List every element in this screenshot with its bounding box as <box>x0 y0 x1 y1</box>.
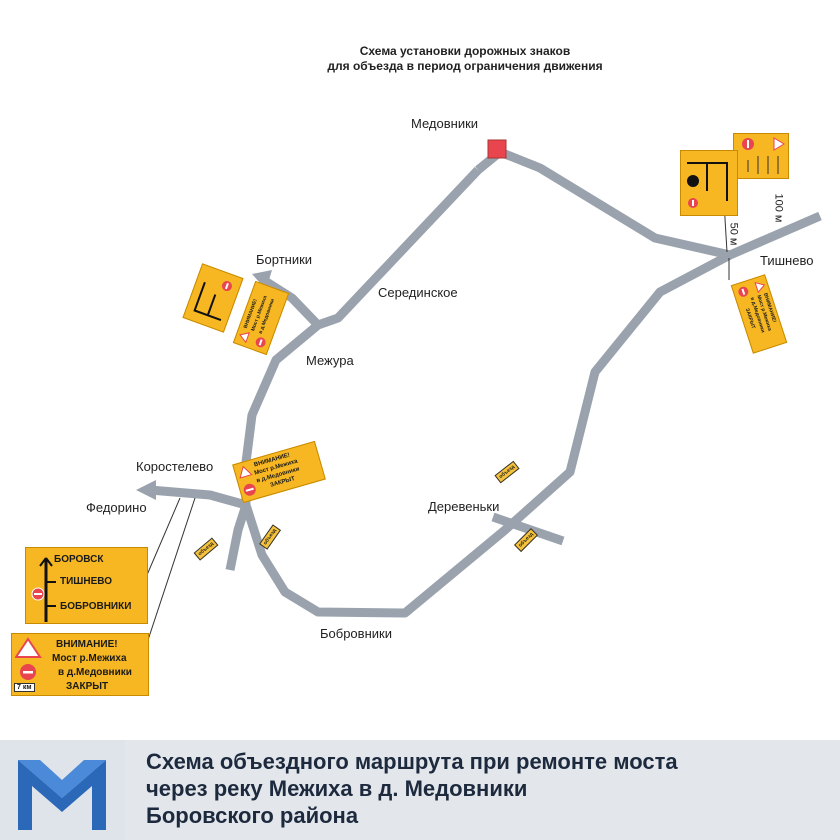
label-derevenki: Деревеньки <box>428 499 500 514</box>
banner-line-3: Боровского района <box>146 803 359 828</box>
route-arrow-icon <box>31 557 56 622</box>
warning-sign-korostelevo: ВНИМАНИЕ! Мост р.Межиха в д.Медовники ЗА… <box>232 440 326 504</box>
route-arrow-icon <box>193 281 232 321</box>
map-title: Схема установки дорожных знаков для объе… <box>255 44 675 74</box>
no-entry-icon <box>239 465 256 496</box>
warning-sign-tishnevo: ВНИМАНИЕ! Мост р.Межиха в д.Медовники ЗА… <box>730 274 788 354</box>
distance-plate: 7 км <box>14 683 35 692</box>
warning-line-3: в д.Медовники <box>58 667 132 678</box>
label-bobrovniki: Бобровники <box>320 626 392 641</box>
route-dest-borovsk: БОРОВСК <box>54 554 104 565</box>
road-bortniki <box>259 275 322 329</box>
warning-sign-mezhura: ВНИМАНИЕ! Мост р.Межиха в д.Медовники <box>232 280 290 356</box>
road-south <box>241 251 733 618</box>
route-dest-bobrovniki: БОБРОВНИКИ <box>60 601 132 612</box>
route-arrow-icon <box>687 162 728 208</box>
route-sign-east <box>680 150 738 216</box>
warning-sign-east-top <box>733 133 789 179</box>
warning-line-4: ЗАКРЫТ <box>66 681 109 692</box>
leader-line <box>147 497 196 641</box>
label-korostelevo: Коростелево <box>136 459 214 474</box>
label-bortniki: Бортники <box>256 252 313 267</box>
route-sign-mezhura <box>182 263 244 333</box>
roadwork-icon <box>15 637 42 680</box>
route-dest-tishnevo: ТИШНЕВО <box>60 576 112 587</box>
arrow-fedorino <box>136 480 156 500</box>
banner-line-2: через реку Межиха в д. Медовники <box>146 776 528 801</box>
road-derevenki <box>491 512 565 546</box>
no-entry-icon <box>738 281 766 297</box>
distance-100m: 100 м <box>772 193 785 223</box>
caption-banner: Схема объездного маршрута при ремонте мо… <box>0 740 840 840</box>
road-map <box>136 139 822 641</box>
title-line-1: Схема установки дорожных знаков <box>359 44 571 58</box>
label-medovniki: Медовники <box>411 116 479 131</box>
label-seredinskoe: Серединское <box>378 285 458 300</box>
title-line-2: для объезда в период ограничения движени… <box>327 59 603 73</box>
bridge-closed-warning-sign: ВНИМАНИЕ! Мост р.Межиха в д.Медовники ЗА… <box>11 633 149 696</box>
warning-line-1: ВНИМАНИЕ! <box>56 639 118 650</box>
label-tishnevo: Тишнево <box>760 253 814 268</box>
bridge-closure-marker <box>487 139 507 159</box>
detour-route-sign: БОРОВСК ТИШНЕВО БОБРОВНИКИ <box>25 547 148 624</box>
banner-caption: Схема объездного маршрута при ремонте мо… <box>146 748 836 829</box>
label-fedorino: Федорино <box>86 500 147 515</box>
road-fedorino <box>149 485 248 510</box>
road-west <box>225 166 482 571</box>
no-entry-icon <box>742 137 785 174</box>
distance-50m: 50 м <box>727 222 740 246</box>
no-entry-icon <box>239 332 266 348</box>
banner-line-1: Схема объездного маршрута при ремонте мо… <box>146 749 678 774</box>
logo-icon <box>0 740 125 840</box>
label-mezhura: Межура <box>306 353 354 368</box>
warning-line-2: Мост р.Межиха <box>52 653 127 664</box>
